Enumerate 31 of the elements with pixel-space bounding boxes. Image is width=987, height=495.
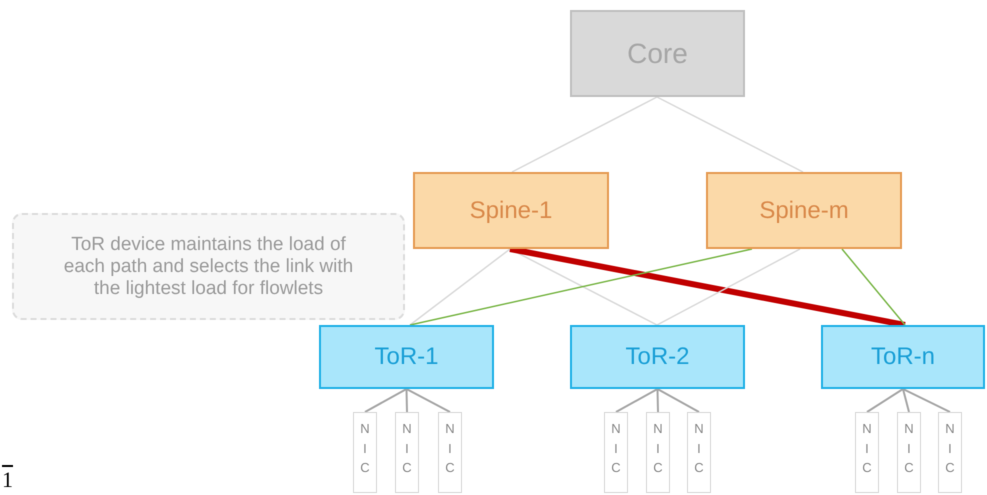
link-line <box>657 388 700 413</box>
link-line <box>364 388 407 413</box>
spine-switch-box: Spine-m <box>706 172 902 249</box>
nic-box: NIC <box>855 412 879 493</box>
link-line <box>656 96 804 173</box>
tor-switch-box: ToR-n <box>821 325 985 389</box>
link-line <box>512 96 658 173</box>
nic-box: NIC <box>438 412 462 493</box>
spine-switch-box: Spine-1 <box>413 172 609 249</box>
tor-switch-box: ToR-1 <box>319 325 494 389</box>
link-line <box>902 388 910 412</box>
link-line <box>410 248 752 326</box>
nic-box: NIC <box>687 412 711 493</box>
nic-box: NIC <box>897 412 921 493</box>
link-line <box>656 388 659 412</box>
link-line <box>902 388 950 413</box>
link-line <box>410 248 510 326</box>
nic-box: NIC <box>395 412 419 493</box>
link-line <box>406 388 408 412</box>
nic-box: NIC <box>646 412 670 493</box>
link-line <box>616 388 658 413</box>
link-line <box>656 248 800 326</box>
link-line <box>841 248 906 326</box>
nic-box: NIC <box>353 412 377 493</box>
nic-box: NIC <box>604 412 628 493</box>
footnote-number: 1 <box>2 465 13 493</box>
nic-box: NIC <box>938 412 962 493</box>
link-line <box>406 388 450 413</box>
link-line <box>866 388 904 413</box>
callout-note: ToR device maintains the load of each path and selects the link with the lightest load for flowlets <box>12 213 405 320</box>
tor-switch-box: ToR-2 <box>570 325 745 389</box>
